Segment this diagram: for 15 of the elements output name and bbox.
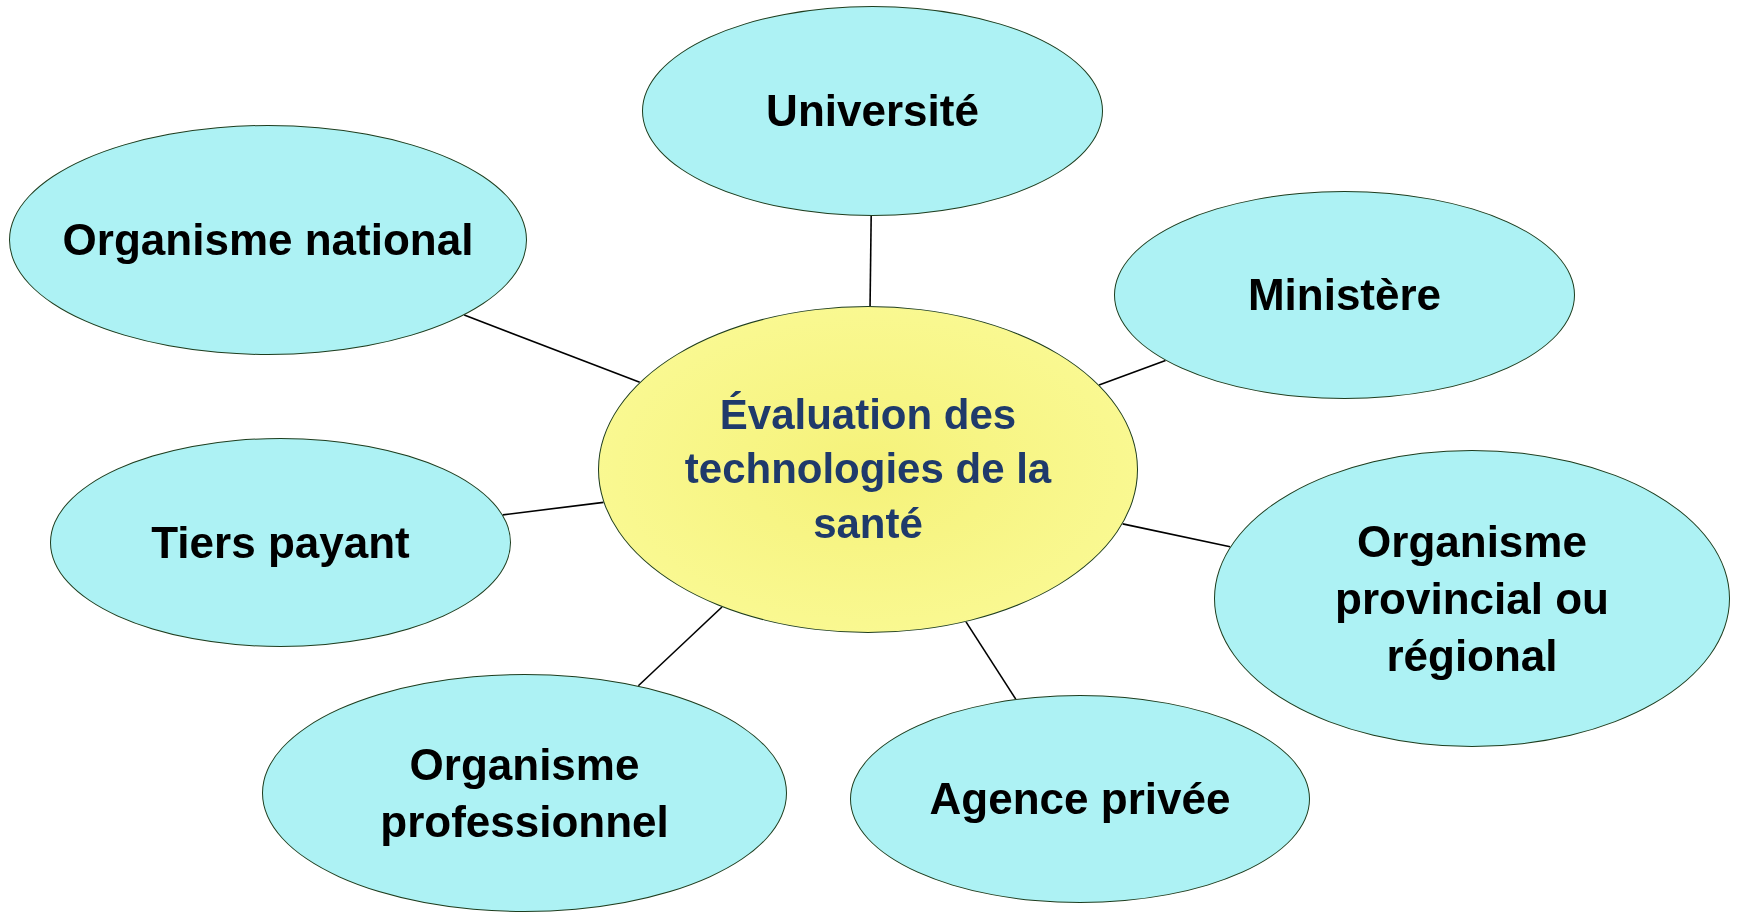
connector-line xyxy=(637,606,723,687)
node-label: Université xyxy=(766,85,979,138)
node-label: Ministère xyxy=(1247,269,1442,322)
connector-line xyxy=(1098,359,1167,386)
node-label: Agence privée xyxy=(929,773,1231,826)
connector-line xyxy=(869,215,872,307)
node-label: Organisme professionnel xyxy=(379,738,670,848)
node-label: Organisme national xyxy=(62,214,474,267)
connector-line xyxy=(1121,523,1231,548)
connector-line xyxy=(463,314,641,383)
node-label: Organisme provincial ou régional xyxy=(1334,515,1610,683)
connector-line xyxy=(965,621,1017,700)
connector-line xyxy=(502,501,605,516)
node-label: Tiers payant xyxy=(151,516,410,569)
node-label: Évaluation des technologies de la santé xyxy=(683,389,1053,549)
